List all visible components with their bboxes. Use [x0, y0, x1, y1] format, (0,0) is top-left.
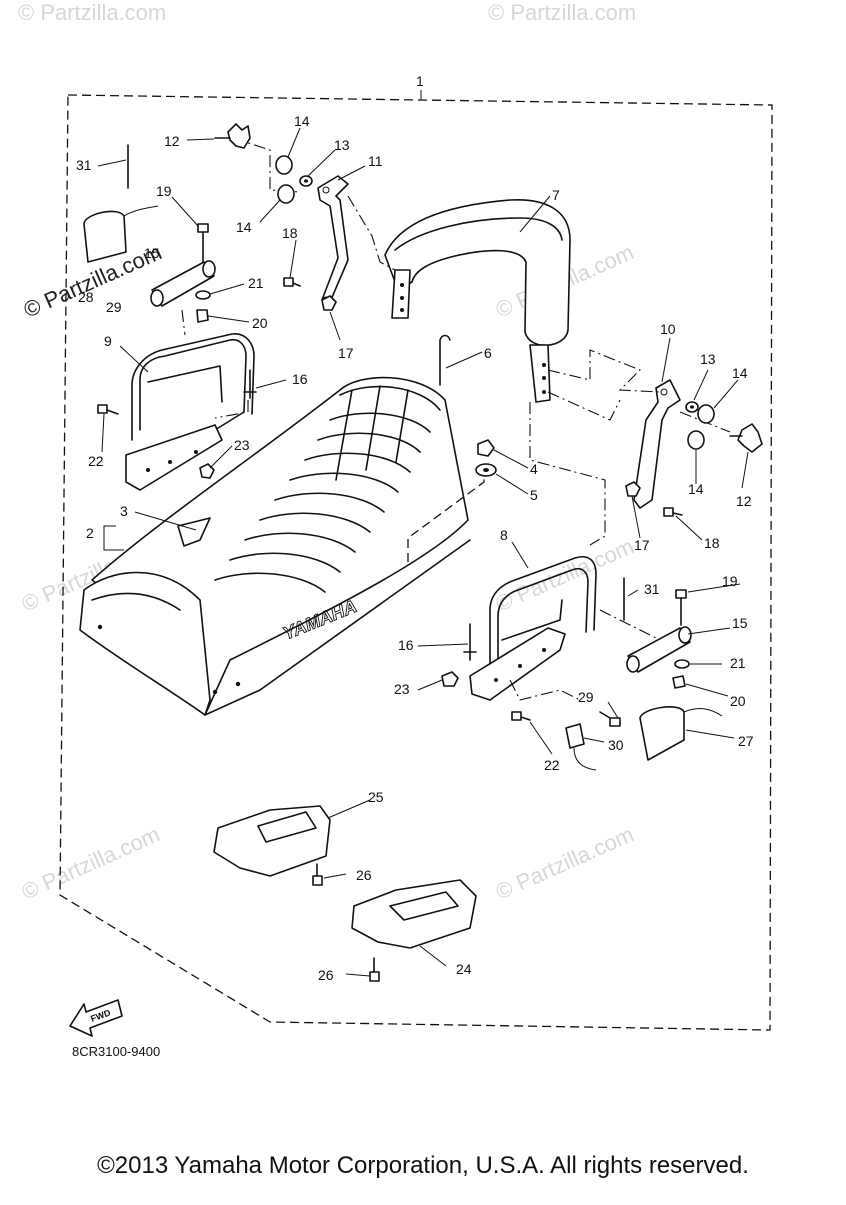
- callout-17: 17: [338, 345, 354, 361]
- backrest: [384, 199, 571, 403]
- watermark: © Partzilla.com: [18, 0, 166, 25]
- assembly-boundary: [59, 94, 773, 1031]
- watermark: © Partzilla.com: [492, 821, 638, 904]
- switch: [565, 723, 597, 771]
- assembly-line: [181, 309, 186, 336]
- callout-21: 21: [730, 655, 746, 671]
- assembly-line: [214, 400, 249, 419]
- switch-box: [83, 205, 723, 761]
- grab-rail-left: [125, 333, 255, 491]
- bolt: [97, 223, 687, 982]
- callout-21: 21: [248, 275, 264, 291]
- callout-31: 31: [76, 157, 92, 173]
- callout-8: 8: [500, 527, 508, 543]
- callout-13: 13: [334, 137, 350, 153]
- callout-14: 14: [294, 113, 310, 129]
- grab-rail-right: [469, 556, 597, 701]
- seat: YAMAHA: [79, 376, 471, 716]
- callout-23: 23: [394, 681, 410, 697]
- callout-19: 19: [722, 573, 738, 589]
- callout-26: 26: [356, 867, 372, 883]
- callout-1: 1: [416, 73, 424, 89]
- callout-9: 9: [104, 333, 112, 349]
- knob-bolt: [214, 123, 251, 149]
- callout-12: 12: [164, 133, 180, 149]
- assembly-line: [547, 349, 661, 393]
- grommet: [195, 290, 690, 669]
- callout-29: 29: [106, 299, 122, 315]
- callout-28: 28: [78, 289, 94, 305]
- assembly-line: [347, 195, 396, 271]
- watermark: © Partzilla.com: [18, 821, 164, 904]
- diagram-code: 8CR3100-9400: [72, 1044, 161, 1059]
- assembly-line: [599, 609, 661, 641]
- callout-20: 20: [730, 693, 746, 709]
- washer: [299, 175, 699, 413]
- callout-17: 17: [634, 537, 650, 553]
- stay-left: [317, 175, 349, 304]
- callout-23: 23: [234, 437, 250, 453]
- collar: [275, 155, 715, 450]
- callout-20: 20: [252, 315, 268, 331]
- callout-16: 16: [398, 637, 414, 653]
- seat-emblem: [177, 517, 211, 547]
- stay-right: [633, 379, 681, 509]
- callout-31: 31: [644, 581, 660, 597]
- fwd-arrow-icon: FWD: [69, 999, 123, 1037]
- callout-24: 24: [456, 961, 472, 977]
- callout-15: 15: [144, 245, 160, 261]
- assembly-line: [509, 679, 581, 701]
- lock-cylinder: [150, 260, 692, 673]
- leader-lines: [97, 127, 749, 977]
- callout-labels: 1 2 3 4 5 6 7 8 9 10 11 12 12 13 13 14 1…: [76, 73, 754, 983]
- callout-22: 22: [544, 757, 560, 773]
- callout-18: 18: [282, 225, 298, 241]
- storage-tray: [213, 805, 477, 949]
- callout-13: 13: [700, 351, 716, 367]
- assembly-line: [547, 391, 621, 421]
- callout-2: 2: [86, 525, 94, 541]
- callout-6: 6: [484, 345, 492, 361]
- callout-3: 3: [120, 503, 128, 519]
- callout-7: 7: [552, 187, 560, 203]
- callout-18: 18: [704, 535, 720, 551]
- watermark: © Partzilla.com: [492, 533, 638, 616]
- callout-14: 14: [688, 481, 704, 497]
- callout-27: 27: [738, 733, 754, 749]
- callout-10: 10: [660, 321, 676, 337]
- callout-14: 14: [732, 365, 748, 381]
- callout-26: 26: [318, 967, 334, 983]
- callout-29: 29: [578, 689, 594, 705]
- callout-5: 5: [530, 487, 538, 503]
- callout-12: 12: [736, 493, 752, 509]
- callout-30: 30: [608, 737, 624, 753]
- callout-25: 25: [368, 789, 384, 805]
- pin: [243, 369, 477, 661]
- callout-22: 22: [88, 453, 104, 469]
- callout-19: 19: [156, 183, 172, 199]
- watermark: © Partzilla.com: [488, 0, 636, 25]
- assembly-line: [679, 411, 731, 433]
- copyright-notice: ©2013 Yamaha Motor Corporation, U.S.A. A…: [97, 1152, 749, 1179]
- callout-14: 14: [236, 219, 252, 235]
- clip: [439, 334, 451, 386]
- callout-15: 15: [732, 615, 748, 631]
- knob-bolt: [729, 423, 763, 453]
- callout-11: 11: [368, 153, 383, 169]
- callout-16: 16: [292, 371, 308, 387]
- callout-4: 4: [530, 461, 538, 477]
- assembly-line: [529, 402, 606, 546]
- assembly-line: [407, 470, 485, 562]
